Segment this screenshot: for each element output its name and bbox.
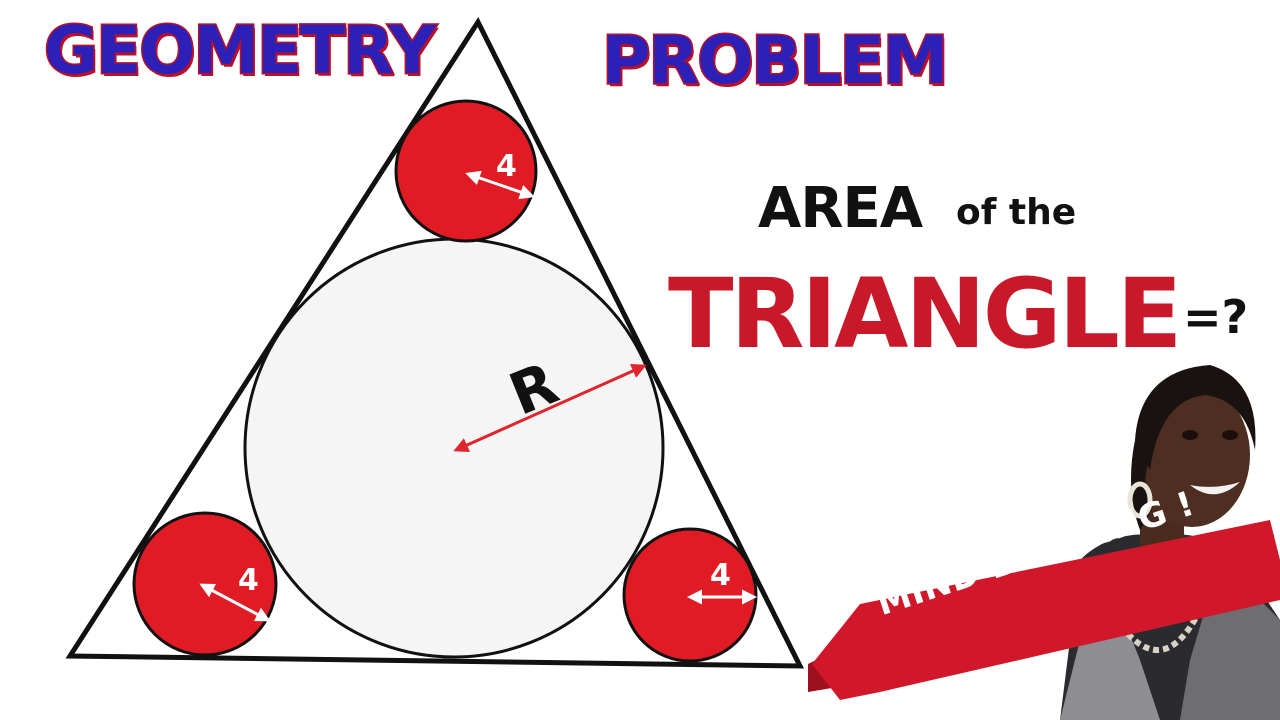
radius-arrow-left [199, 583, 271, 622]
small-radius-label-right: 4 [710, 558, 731, 593]
question-triangle: TRIANGLE [668, 258, 1182, 370]
question-of-the: of the [956, 192, 1077, 233]
title-problem: PROBLEM [600, 21, 949, 101]
question-area: AREA [758, 176, 923, 241]
small-radius-label-left: 4 [238, 563, 259, 598]
title-geometry: GEOMETRY [42, 11, 437, 91]
radius-arrow-top [465, 170, 535, 200]
small-radius-label-top: 4 [496, 149, 517, 184]
radius-arrow-large [453, 364, 647, 452]
question-equals: =? [1183, 290, 1249, 344]
